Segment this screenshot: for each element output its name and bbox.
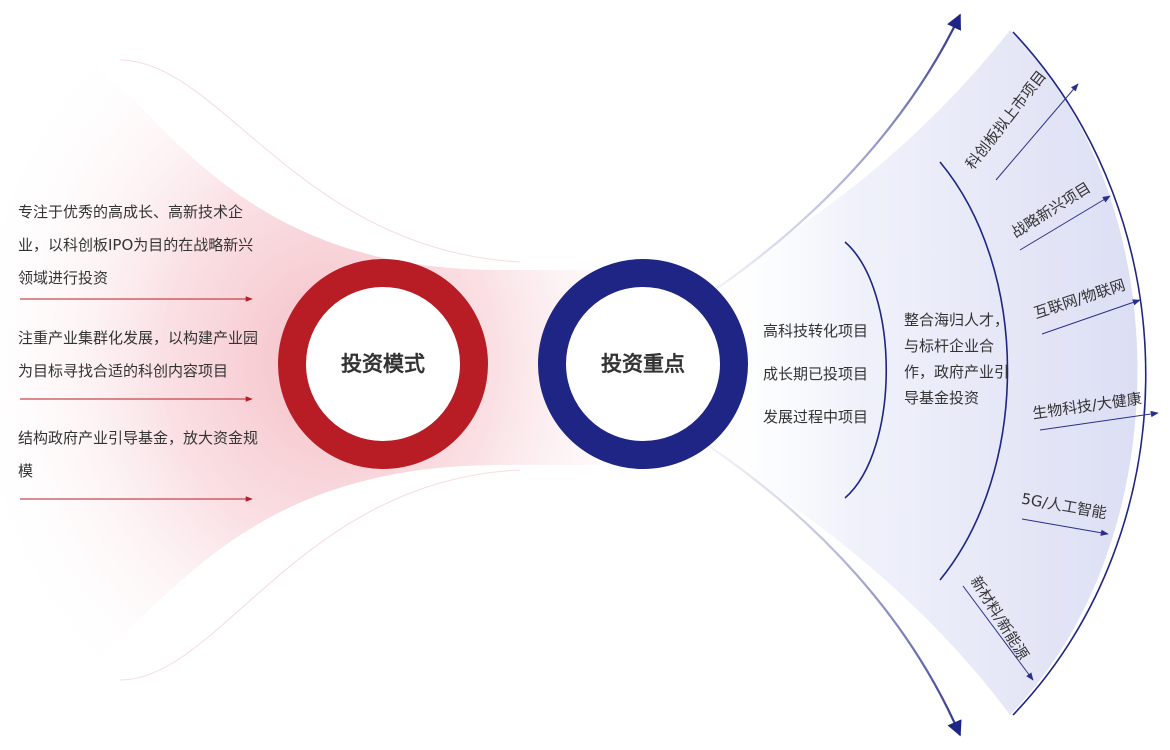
focus-title: 投资重点 [601, 352, 685, 376]
integration-text: 整合海归人才，与标杆企业合作，政府产业引导基金投资 [904, 311, 1010, 407]
cat-arrow-4 [1039, 410, 1159, 431]
focus-item-1: 高科技转化项目 [763, 322, 869, 340]
focus-ring [538, 259, 748, 469]
mode-title: 投资模式 [341, 352, 425, 376]
mode-item-3: 结构政府产业引导基金，放大资金规模 [18, 429, 259, 480]
mode-ring [278, 259, 488, 469]
cat-arrow-5 [1021, 518, 1109, 536]
mode-item-1: 专注于优秀的高成长、高新技术企业，以科创板IPO为目的在战略新兴领域进行投资 [18, 203, 254, 287]
cat-arrow-6 [962, 585, 1034, 681]
inner-arc [844, 241, 888, 499]
focus-item-3: 发展过程中项目 [763, 408, 869, 426]
middle-arc [939, 161, 1009, 581]
focus-fan [700, 30, 1138, 715]
cat-arrow-1 [995, 83, 1079, 181]
outer-arc [1012, 31, 1147, 716]
cat-arrow-2 [1019, 195, 1111, 251]
cat-arrow-3 [1041, 299, 1141, 335]
mode-item-2: 注重产业集群化发展，以构建产业园为目标寻找合适的科创内容项目 [18, 329, 259, 380]
focus-item-2: 成长期已投项目 [763, 365, 869, 383]
